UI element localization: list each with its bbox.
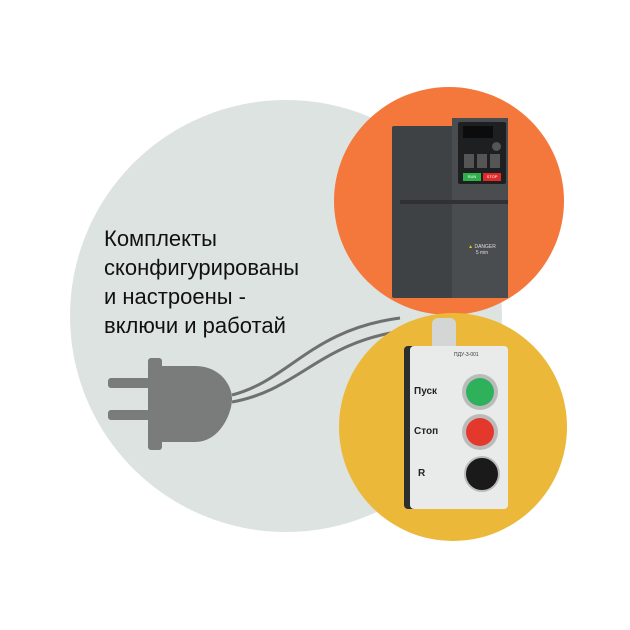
danger-warning: ▲ DANGER 5 min [468, 244, 496, 256]
control-box: ПДУ-3-001 Пуск Стоп R [410, 318, 508, 509]
pot-label: R [418, 468, 426, 479]
potentiometer-knob[interactable] [464, 456, 500, 492]
model-label: ПДУ-3-001 [454, 352, 479, 358]
stop-button[interactable]: STOP [483, 173, 501, 181]
stop-label: Стоп [414, 426, 439, 437]
headline: Комплекты сконфигурированы и настроены -… [104, 224, 299, 340]
headline-line: сконфигурированы [104, 255, 300, 280]
warning-icon: ▲ [468, 244, 474, 250]
dial-icon [492, 142, 501, 151]
frequency-inverter: RUN STOP ▲ DANGER 5 min [392, 118, 508, 298]
start-button[interactable] [462, 374, 498, 410]
cable-gland [432, 318, 456, 346]
headline-line: и настроены - [104, 284, 246, 309]
run-button[interactable]: RUN [463, 173, 481, 181]
cable-icon [231, 316, 411, 404]
headline-line: включи и работай [104, 313, 286, 338]
start-label: Пуск [414, 386, 438, 397]
headline-line: Комплекты [104, 226, 217, 251]
display [463, 126, 493, 138]
stop-button[interactable] [462, 414, 498, 450]
plug-icon [108, 358, 232, 450]
keypad: RUN STOP [458, 122, 506, 184]
